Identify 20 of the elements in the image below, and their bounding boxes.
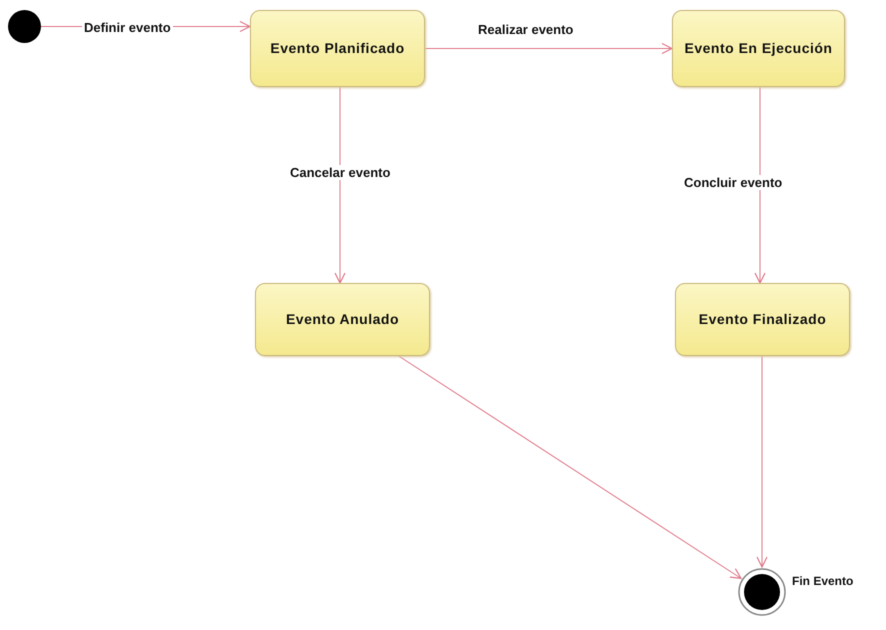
state-caption: Fin Evento [792, 574, 854, 588]
state-name: Evento Finalizado [698, 310, 826, 329]
transition-arrow [424, 42, 673, 54]
edge-label: Cancelar evento [288, 165, 392, 180]
state-box [250, 10, 425, 87]
state-box [675, 283, 850, 356]
transition-arrow [398, 356, 742, 579]
transition-arrow [756, 356, 768, 568]
state-circle [8, 10, 41, 43]
state-name: Evento En Ejecución [684, 39, 832, 58]
edge-label: Concluir evento [682, 175, 784, 190]
state-circle [737, 567, 787, 617]
transition-arrow [334, 86, 346, 284]
state-box [255, 283, 430, 356]
edge-label: Realizar evento [476, 22, 576, 37]
state-name: Evento Planificado [270, 39, 405, 58]
state-box [672, 10, 845, 87]
state-name: Evento Anulado [286, 310, 400, 329]
transition-arrow [754, 86, 766, 284]
edge-label: Definir evento [82, 20, 173, 35]
